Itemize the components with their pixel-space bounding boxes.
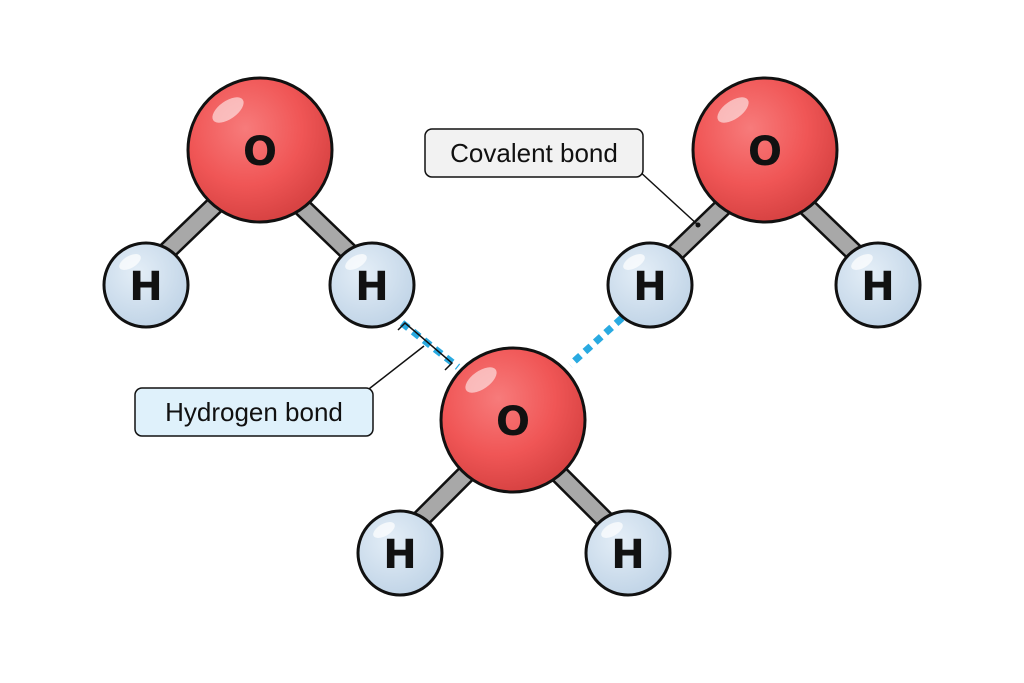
hydrogen-label: H [611, 532, 644, 578]
hydrogen-atom: H [102, 241, 190, 329]
covalent-callout-box [424, 128, 644, 178]
oxygen-label: O [496, 399, 530, 445]
covalent-bond-label: Covalent bond [450, 138, 618, 168]
hydrogen-bond-callout: Hydrogen bond [134, 321, 454, 437]
bracket-marker [397, 321, 454, 371]
oxygen-atom: O [186, 76, 334, 224]
covalent-bond-callout: Covalent bond [424, 128, 701, 228]
covalent-bond [663, 197, 732, 266]
hydrogen-atom: H [606, 241, 694, 329]
hydrogen-label: H [383, 532, 416, 578]
hydrogen-atom: H [328, 241, 416, 329]
hydrogen-label: H [633, 264, 666, 310]
covalent-bond [798, 197, 867, 266]
hydrogen-bond-label: Hydrogen bond [165, 397, 343, 427]
oxygen-label: O [748, 129, 782, 175]
hydrogen-atom: H [834, 241, 922, 329]
hydrogen-atom: H [584, 509, 672, 597]
hydrogen-bond-right [567, 315, 625, 368]
covalent-bond [407, 462, 478, 533]
oxygen-label: O [243, 129, 277, 175]
hydrogen-label: H [355, 264, 388, 310]
callout-leader-line [637, 169, 699, 226]
covalent-bond [547, 462, 618, 533]
hydrogen-label: H [861, 264, 894, 310]
oxygen-atom: O [439, 346, 587, 494]
hydrogen-label: H [129, 264, 162, 310]
callout-leader-line [364, 345, 425, 393]
covalent-bond [293, 197, 362, 266]
hydrogen-atom: H [356, 509, 444, 597]
hydrogen-callout-box [134, 387, 374, 437]
oxygen-atom: O [691, 76, 839, 224]
